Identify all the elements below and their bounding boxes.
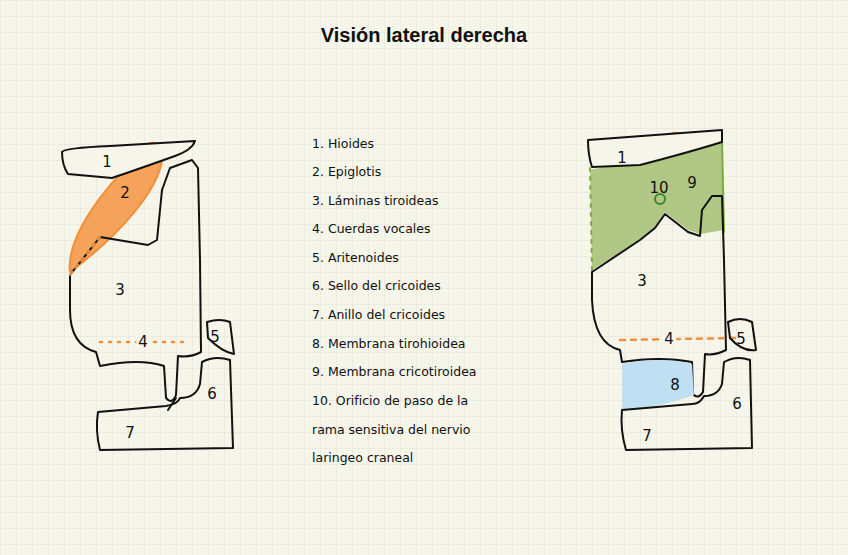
legend-item: 2. Epiglotis: [312, 158, 381, 187]
thyroid-lamina: [70, 160, 201, 401]
callout-number: 4: [136, 334, 150, 351]
legend-item: 10. Orificio de paso de la rama sensitiv…: [312, 387, 502, 473]
callout-number: 6: [730, 396, 744, 413]
cricoid: [97, 358, 233, 450]
legend-item: 6. Sello del cricoides: [312, 272, 441, 301]
hyoid: [62, 141, 195, 178]
callout-number: 4: [662, 331, 676, 348]
callout-number: 3: [113, 282, 127, 299]
legend-item: 5. Aritenoides: [312, 244, 399, 273]
callout-number: 1: [100, 154, 114, 171]
legend-item: 3. Láminas tiroideas: [312, 187, 438, 216]
callout-number: 2: [118, 185, 132, 202]
membrane-edge: [590, 168, 592, 270]
callout-number: 5: [208, 329, 222, 346]
callout-number: 9: [685, 175, 699, 192]
title: Visión lateral derecha: [321, 24, 527, 47]
legend-item: 7. Anillo del cricoides: [312, 301, 445, 330]
callout-number: 3: [635, 273, 649, 290]
cricoid-joint: [168, 398, 176, 410]
legend-item: 9. Membrana cricotiroidea: [312, 358, 477, 387]
legend-item: 1. Hioides: [312, 130, 374, 159]
cricoid: [622, 358, 753, 450]
vocal-cord-line: [620, 338, 735, 340]
epiglottis-hidden-edge: [70, 237, 100, 275]
callout-number: 5: [734, 331, 748, 348]
arytenoid: [207, 320, 234, 354]
callout-number: 1: [615, 150, 629, 167]
callout-number: 7: [123, 425, 137, 442]
legend-item: 8. Membrana tirohioidea: [312, 330, 466, 359]
callout-number: 7: [640, 428, 654, 445]
hyoid: [588, 130, 722, 167]
callout-number: 10: [647, 180, 670, 197]
callout-number: 8: [668, 377, 682, 394]
cricothyroid-membrane: [622, 360, 694, 410]
legend-item: 4. Cuerdas vocales: [312, 215, 431, 244]
callout-number: 6: [205, 386, 219, 403]
arytenoid: [728, 319, 756, 350]
